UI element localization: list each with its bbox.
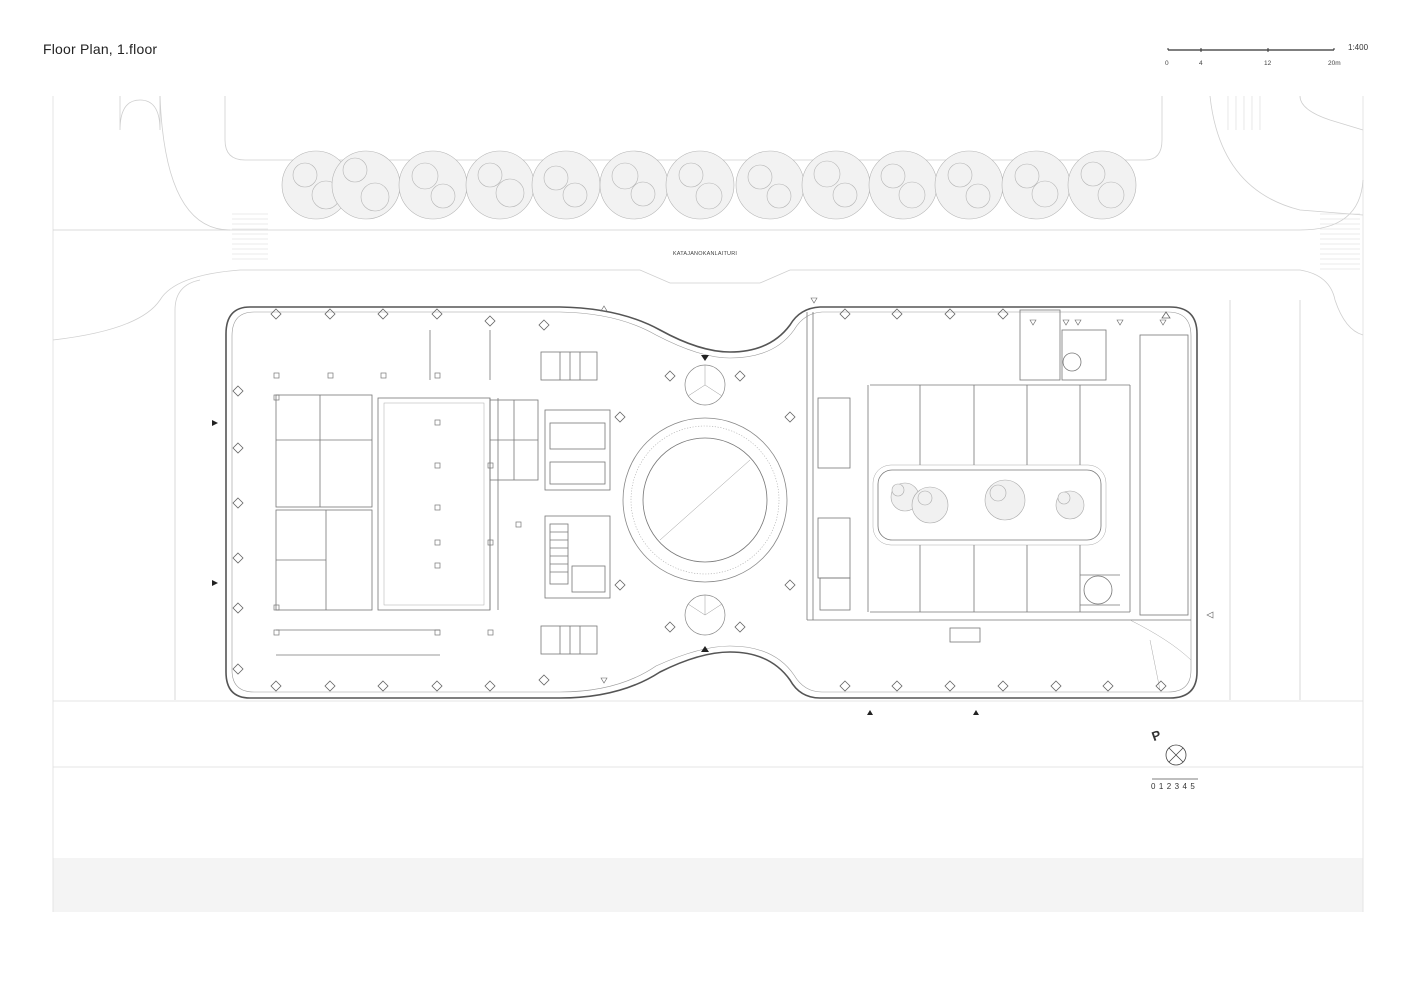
small-scale-numbers: 0 1 2 3 4 5 bbox=[1151, 782, 1196, 791]
building-outer-wall bbox=[225, 306, 1198, 699]
scale-bar-graphic bbox=[1167, 48, 1335, 52]
scale-ratio: 1:400 bbox=[1348, 43, 1369, 52]
perimeter-columns bbox=[232, 308, 1171, 692]
central-atrium bbox=[622, 364, 788, 636]
building-inner-wall bbox=[231, 311, 1192, 693]
page-title: Floor Plan, 1.floor bbox=[43, 41, 158, 57]
scale-tick-label: 0 bbox=[1165, 60, 1169, 67]
harbour-ground-band bbox=[53, 858, 1363, 912]
scale-tick-label: 4 bbox=[1199, 60, 1203, 67]
courtyard-trees bbox=[890, 479, 1085, 524]
secondary-entrance-markers bbox=[600, 297, 1214, 684]
street-name-label: KATAJANOKANLAITURI bbox=[672, 251, 738, 257]
entrance-markers bbox=[212, 355, 979, 715]
graphic-scale-bar: 1:400 0 4 12 20m bbox=[1160, 40, 1380, 70]
scale-tick-label: 12 bbox=[1264, 60, 1272, 67]
north-arrow bbox=[1165, 744, 1187, 766]
street-trees bbox=[281, 150, 1137, 220]
quay-lines bbox=[52, 96, 1364, 912]
interior-columns bbox=[273, 372, 522, 636]
left-wing-walls bbox=[275, 330, 611, 656]
right-wing-walls bbox=[806, 309, 1192, 691]
pedestrian-crossing bbox=[232, 96, 1360, 270]
scale-tick-label: 20m bbox=[1328, 60, 1341, 67]
